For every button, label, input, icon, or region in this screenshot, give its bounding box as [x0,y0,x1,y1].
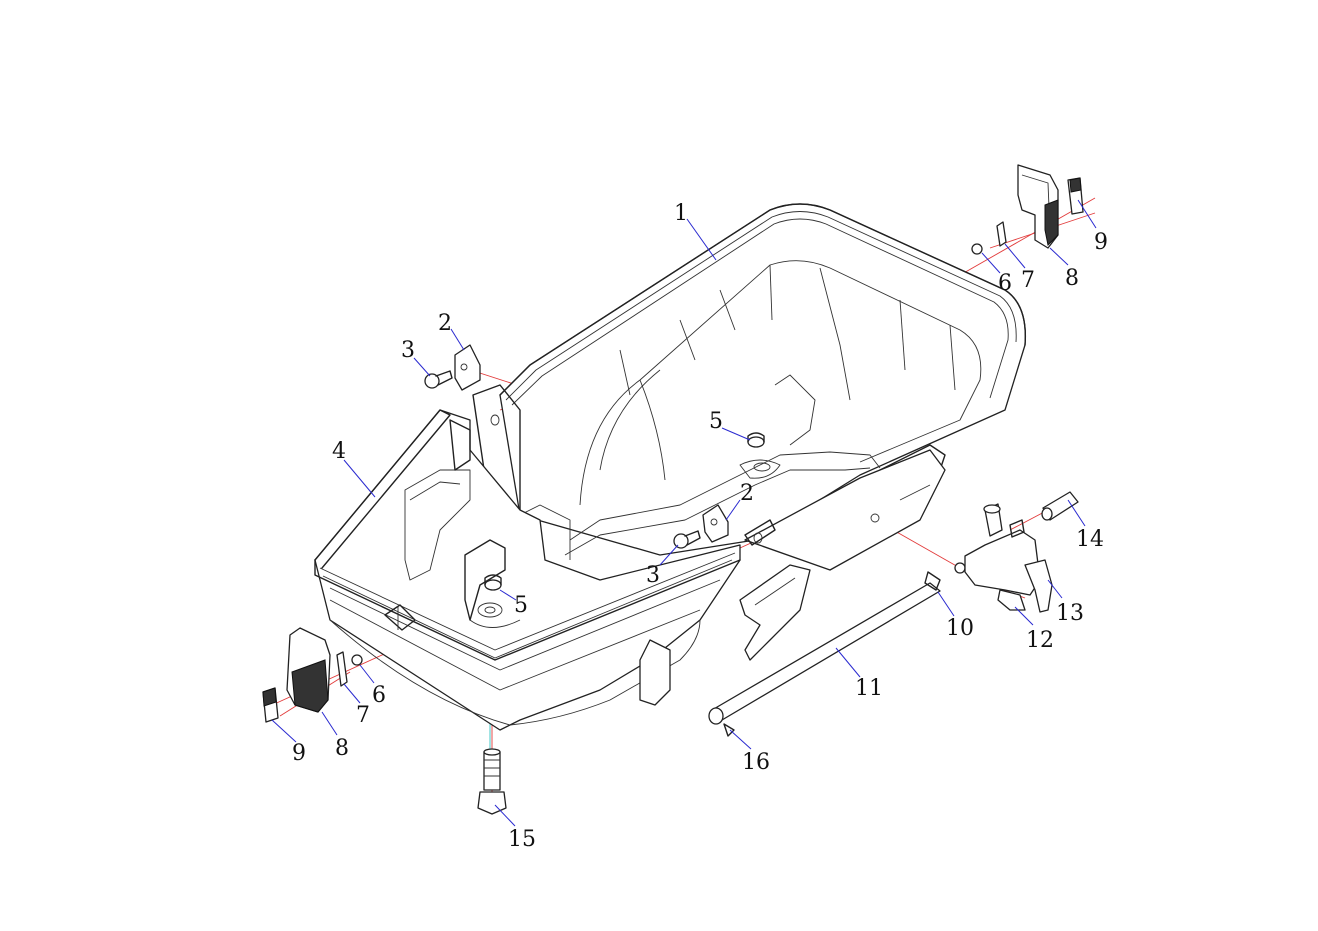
callout-labels: 1 2 3 4 5 2 3 5 6 7 8 9 6 7 8 9 10 11 12… [292,201,1108,852]
bolt-part-15 [477,748,507,815]
knob-part-13 [1024,559,1053,613]
latch-assembly-upper-right [971,164,1084,255]
callout-9-upper: 9 [1094,230,1108,255]
grommet-part-5-lower [484,574,502,591]
callout-5-lower: 5 [514,593,528,618]
callout-6-lower: 6 [372,683,386,708]
callout-1: 1 [674,201,688,226]
clip-part-2-upper [454,344,481,391]
callout-15: 15 [508,827,536,852]
clip-part-16 [723,723,735,737]
screw-part-3-upper [424,370,453,389]
callout-9-lower: 9 [292,741,306,766]
callout-10: 10 [946,616,974,641]
screw-part-3-lower [673,530,701,549]
callout-2-lower: 2 [740,481,754,506]
callout-3-upper: 3 [401,338,415,363]
callout-6-upper: 6 [998,271,1012,296]
bolt-part-6-lower [351,654,363,666]
clip-part-10 [924,571,941,591]
callout-11: 11 [855,676,883,701]
callout-2-upper: 2 [438,311,452,336]
plate-part-7-upper [996,221,1007,247]
callout-8-lower: 8 [335,736,349,761]
bolt-part-6-upper [971,243,983,255]
leader-lines [271,199,1097,827]
valve-assembly [954,491,1079,613]
callout-12: 12 [1026,628,1054,653]
callout-7-upper: 7 [1021,268,1035,293]
rod-assembly [708,571,941,737]
lower-pan-part-4 [314,409,811,731]
latch-assembly-lower-left [262,627,363,723]
grommet-part-5-upper [747,432,765,448]
plate-part-7-lower [336,651,348,687]
upper-pan-part-1 [472,203,1027,571]
callout-8-upper: 8 [1065,266,1079,291]
callout-5-upper: 5 [709,409,723,434]
callout-14: 14 [1076,527,1104,552]
clip-part-2-lower [702,504,729,543]
callout-13: 13 [1056,601,1084,626]
callout-16: 16 [742,750,770,775]
callout-3-lower: 3 [646,563,660,588]
callout-4: 4 [332,439,346,464]
callout-7-lower: 7 [356,703,370,728]
